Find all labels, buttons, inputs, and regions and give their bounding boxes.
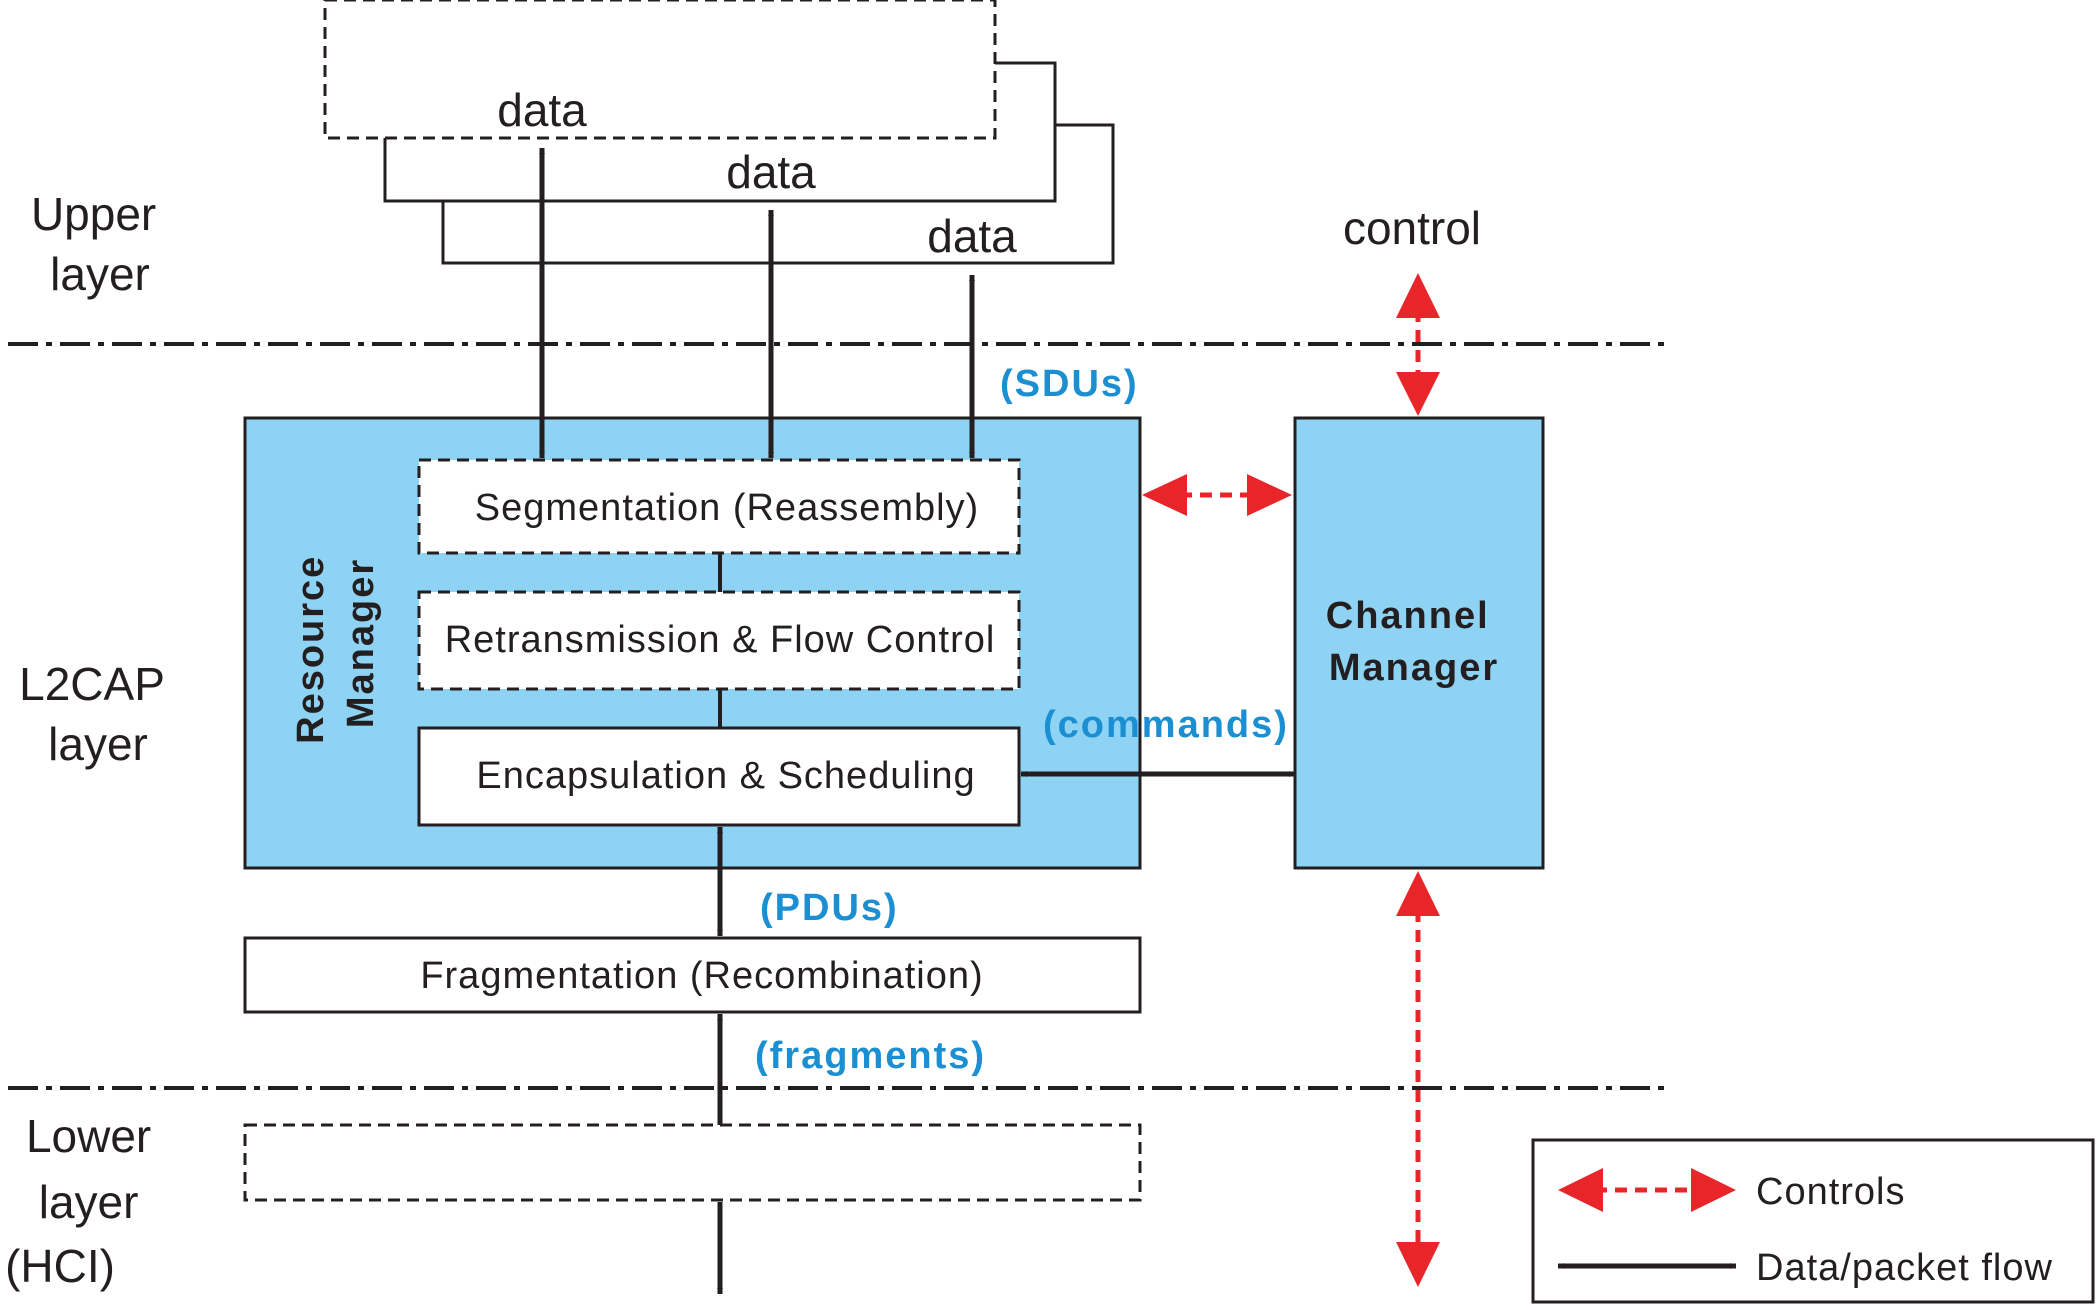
l2cap-layer-label: L2CAP layer xyxy=(19,658,177,770)
upper-data-label-2: data xyxy=(726,146,816,198)
lower-layer-box xyxy=(243,1123,1142,1202)
upper-data-label-1: data xyxy=(497,84,587,136)
legend-box xyxy=(1531,1138,2095,1304)
control-arrow-bottom xyxy=(1396,871,1440,1287)
channel-manager-block xyxy=(1293,416,1545,870)
fragmentation-box xyxy=(243,936,1142,1014)
control-arrow-top xyxy=(1396,273,1440,416)
upper-data-box-1 xyxy=(323,0,997,140)
legend-data-label: Data/packet flow xyxy=(1756,1247,2053,1289)
legend-controls-swatch xyxy=(1558,1168,1736,1212)
sdus-label: (SDUs) xyxy=(1000,363,1139,405)
resource-manager-title: Resource Manager xyxy=(290,542,382,744)
control-arrow-resource-channel xyxy=(1142,474,1292,516)
fragments-label: (fragments) xyxy=(755,1035,986,1077)
control-label: control xyxy=(1343,202,1481,254)
fragmentation-label: Fragmentation (Recombination) xyxy=(420,955,983,997)
encapsulation-box xyxy=(417,726,1021,827)
legend: Controls Data/packet flow xyxy=(1531,1138,2095,1304)
legend-controls-label: Controls xyxy=(1756,1171,1906,1213)
channel-manager-title: Channel Manager xyxy=(1326,595,1502,689)
segmentation-label: Segmentation (Reassembly) xyxy=(475,487,979,529)
lower-layer-label: Lower layer (HCI) xyxy=(5,1110,164,1292)
retransmission-label: Retransmission & Flow Control xyxy=(445,619,996,661)
pdus-label: (PDUs) xyxy=(760,887,899,929)
commands-label: (commands) xyxy=(1043,704,1289,746)
upper-data-label-3: data xyxy=(927,210,1017,262)
upper-layer-label: Upper layer xyxy=(31,188,169,300)
encapsulation-label: Encapsulation & Scheduling xyxy=(476,755,975,797)
